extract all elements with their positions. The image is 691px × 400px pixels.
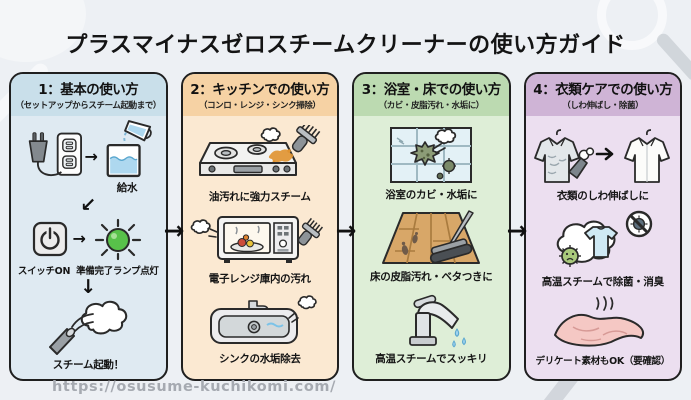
arrow-down-left-icon: ↙: [80, 194, 97, 216]
floor-mop-step: 床の皮脂汚れ・ベタつきに: [370, 209, 493, 284]
floor-mop-icon: [375, 209, 487, 267]
tile-mold-caption: 浴室のカビ・水垢に: [385, 189, 478, 201]
column-subtitle: （コンロ・レンジ・シンク掃除）: [198, 101, 321, 111]
faucet-step: 高温スチームでスッキリ: [375, 291, 487, 366]
power-on-step: →: [18, 217, 159, 277]
steam-nozzle-icon: [42, 299, 134, 355]
tile-mold-step: 浴室のカビ・水垢に: [381, 125, 481, 202]
wrinkle-caption: 衣類のしわ伸ばしに: [556, 190, 649, 203]
column-title: 1：基本の使い方: [38, 82, 139, 98]
column-clothing-body: 衣類のしわ伸ばしに: [526, 116, 681, 379]
column-subtitle: （カビ・皮脂汚れ・水垢に）: [378, 101, 485, 111]
faucet-caption: 高温スチームでスッキリ: [375, 353, 488, 365]
water-fill-step: 給水: [101, 119, 153, 195]
arrow-down-icon: ↓: [80, 276, 97, 298]
column-subtitle: （しわ伸ばし・除菌）: [562, 101, 644, 111]
ready-lamp-icon: [89, 217, 147, 261]
sanitize-caption: 高温スチームで除菌・消臭: [541, 275, 664, 288]
faucet-drip-icon: [385, 291, 477, 349]
microwave-clean-icon: [190, 211, 330, 269]
stove-caption: 油汚れに強力スチーム: [208, 191, 311, 203]
column-basic-body: →: [11, 116, 166, 379]
floor-mop-caption: 床の皮脂汚れ・ベタつきに: [370, 271, 493, 283]
microwave-step: 電子レンジ庫内の汚れ: [190, 211, 330, 286]
column-title: 3：浴室・床での使い方: [361, 82, 501, 98]
column-bathroom-floor-usage: 3：浴室・床での使い方 （カビ・皮脂汚れ・水垢に）: [352, 72, 511, 381]
fill-water-caption: 給水: [116, 181, 138, 194]
steam-start-caption: スチーム起動！: [52, 358, 124, 371]
column-kitchen-header: 2：キッチンでの使い方 （コンロ・レンジ・シンク掃除）: [182, 74, 337, 116]
kitchen-sink-icon: [197, 293, 323, 349]
setup-step-row: →: [24, 119, 153, 195]
arrow-right-icon: →: [72, 228, 86, 248]
water-fill-icon: [101, 119, 153, 178]
column-clothing-care-usage: 4：衣類ケアでの使い方 （しわ伸ばし・除菌）: [523, 72, 682, 381]
delicate-fabric-icon: [547, 295, 659, 351]
column-basic-usage: 1：基本の使い方 （セットアップからスチーム起動まで）: [9, 72, 168, 381]
flow-arrow-1-icon: →: [163, 216, 185, 245]
column-title: 2：キッチンでの使い方: [190, 82, 330, 98]
column-kitchen-usage: 2：キッチンでの使い方 （コンロ・レンジ・シンク掃除）: [180, 72, 339, 381]
column-bathroom-header: 3：浴室・床での使い方 （カビ・皮脂汚れ・水垢に）: [354, 74, 509, 116]
microwave-caption: 電子レンジ庫内の汚れ: [208, 273, 311, 285]
guide-columns: 1：基本の使い方 （セットアップからスチーム起動まで）: [9, 72, 682, 381]
column-kitchen-body: 油汚れに強力スチーム: [183, 116, 338, 379]
page-title: プラスマイナスゼロスチームクリーナーの使い方ガイド: [65, 32, 626, 58]
switch-on-caption: スイッチON: [17, 265, 71, 277]
sanitize-shirt-icon: [543, 210, 663, 272]
watermark-url: https://osusume-kuchikomi.com/: [52, 379, 337, 395]
shirt-steaming-icon: [533, 124, 673, 186]
sink-step: シンクの水垢除去: [197, 293, 323, 366]
column-clothing-header: 4：衣類ケアでの使い方 （しわ伸ばし・除菌）: [525, 74, 680, 116]
plug-outlet-icon: [24, 128, 82, 186]
flow-arrow-3-icon: →: [506, 216, 528, 245]
ready-lamp-caption: 準備完了ランプ点灯: [76, 265, 159, 277]
gas-stove-steam-icon: [190, 125, 330, 187]
stove-step: 油汚れに強力スチーム: [190, 125, 330, 204]
column-bathroom-body: 浴室のカビ・水垢に: [354, 116, 509, 379]
delicate-step: デリケート素材もOK（要確認）: [536, 295, 670, 367]
bathroom-tile-mold-icon: [381, 125, 481, 185]
flow-arrow-2-icon: →: [335, 216, 357, 245]
wrinkle-removal-step: 衣類のしわ伸ばしに: [533, 124, 673, 203]
column-title: 4：衣類ケアでの使い方: [533, 82, 673, 98]
power-button-icon: [30, 219, 70, 259]
delicate-caption: デリケート素材もOK（要確認）: [535, 355, 671, 367]
arrow-right-icon: →: [84, 147, 98, 166]
sink-caption: シンクの水垢除去: [218, 353, 301, 365]
column-basic-header: 1：基本の使い方 （セットアップからスチーム起動まで）: [11, 74, 166, 116]
column-subtitle: （セットアップからスチーム起動まで）: [15, 101, 162, 111]
sanitize-step: 高温スチームで除菌・消臭: [542, 210, 664, 289]
steam-start-step: スチーム起動！: [42, 299, 134, 372]
